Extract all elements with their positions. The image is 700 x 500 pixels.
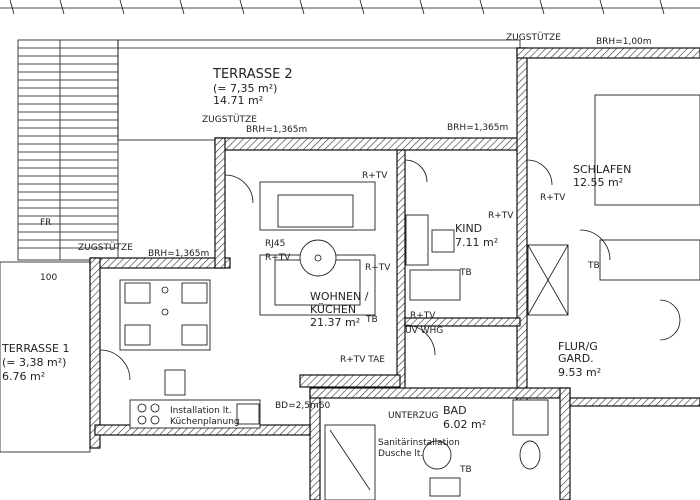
- kitchen-note: Installation lt.: [170, 406, 232, 416]
- door-swings: [99, 159, 611, 381]
- kind-name: KIND: [455, 222, 482, 235]
- unterzug-label: UNTERZUG: [388, 411, 439, 421]
- stair-slats: [17, 39, 119, 261]
- bad-note: Dusche lt.: [378, 449, 423, 459]
- terrasse2-name: TERRASSE 2: [212, 67, 293, 82]
- brh-label: BRH=1,365m: [447, 123, 508, 133]
- schlafen-name: SCHLAFEN: [573, 163, 631, 176]
- zugstuetze-label: ZUGSTÜTZE: [78, 242, 133, 253]
- bad-furniture: [324, 399, 549, 500]
- tb-label: TB: [365, 315, 378, 325]
- outlet-label: R+TV: [410, 311, 436, 321]
- flur-name: FLUR/G: [558, 340, 598, 353]
- roof-edge-marks: [0, 0, 700, 15]
- brh-label: BRH=1,00m: [596, 37, 652, 47]
- kind-area: 7.11 m²: [455, 236, 498, 249]
- tb-label: TB: [459, 268, 472, 278]
- dimension-label: 100: [40, 273, 57, 283]
- zugstuetze-label: ZUGSTÜTZE: [202, 114, 257, 125]
- walls: [89, 47, 700, 500]
- flur-name2: GARD.: [558, 352, 594, 365]
- wohnen-name2: KÜCHEN: [310, 303, 356, 316]
- outlet-label: R+TV: [362, 171, 388, 181]
- brh-label: BRH=1,365m: [148, 249, 209, 259]
- brh-label: BRH=1,365m: [246, 125, 307, 135]
- tb-label: TB: [459, 465, 472, 475]
- tae-label: R+TV TAE: [340, 355, 385, 365]
- tb-label: TB: [587, 261, 600, 271]
- kitchen-note: Küchenplanung: [170, 417, 240, 427]
- terrasse2-area-alt: (= 7,35 m²): [213, 82, 277, 95]
- bad-note: Sanitärinstallation: [378, 438, 460, 448]
- terrasse1-area: [0, 261, 91, 453]
- wohnen-name: WOHNEN /: [310, 290, 369, 303]
- outlet-label: R+TV: [488, 211, 514, 221]
- outlet-label: R+TV: [540, 193, 566, 203]
- dining-furniture: [119, 279, 211, 396]
- kitchen-counter: [129, 399, 261, 429]
- terrasse1-area-alt: (= 3,38 m²): [2, 356, 66, 369]
- outlet-label: R+TV: [365, 263, 391, 273]
- flur-area: 9.53 m²: [558, 366, 601, 379]
- wohnen-area: 21.37 m²: [310, 316, 360, 329]
- terrasse1-area: 6.76 m²: [2, 370, 45, 383]
- bad-area: 6.02 m²: [443, 418, 486, 431]
- bd-label: BD=2,5m60: [275, 401, 330, 411]
- rj45-label: RJ45: [265, 239, 285, 249]
- bad-name: BAD: [443, 404, 467, 417]
- schlafen-furniture: [527, 94, 700, 341]
- fr-label: FR: [40, 218, 51, 228]
- terrasse1-name: TERRASSE 1: [1, 342, 69, 355]
- terrasse2-area: 14.71 m²: [213, 94, 263, 107]
- uv-label: UV WHG: [405, 326, 443, 336]
- outlet-label: R+TV: [265, 253, 291, 263]
- zugstuetze-label: ZUGSTÜTZE: [506, 32, 561, 43]
- kind-furniture: [405, 214, 461, 301]
- schlafen-area: 12.55 m²: [573, 176, 623, 189]
- living-furniture: [259, 181, 376, 316]
